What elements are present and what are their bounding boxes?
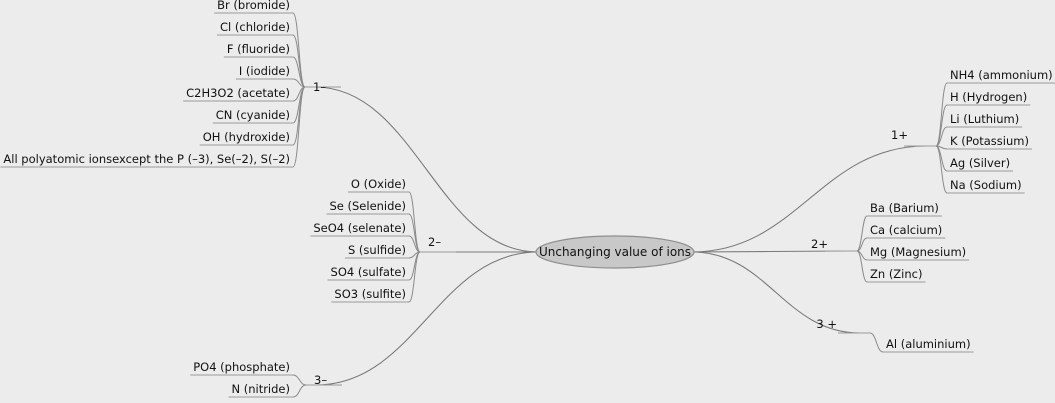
edge-pos2-to-item <box>856 250 868 283</box>
edge-neg1-to-item <box>292 86 306 168</box>
edge-root-to-neg3 <box>315 251 539 386</box>
node-pos3-item[interactable]: Al (aluminium) <box>886 337 971 351</box>
node-pos1-item[interactable]: K (Potassium) <box>950 134 1029 148</box>
edge-neg1-to-item <box>292 12 306 88</box>
node-pos2-item[interactable]: Zn (Zinc) <box>870 267 922 281</box>
edge-pos3-to-item <box>869 332 884 353</box>
node-neg1-item[interactable]: All polyatomic ionsexcept the P (–3), Se… <box>3 152 290 166</box>
edge-neg1-to-item <box>292 86 306 146</box>
node-neg2-item[interactable]: Se (Selenide) <box>329 199 406 213</box>
node-neg1-item[interactable]: OH (hydroxide) <box>203 130 290 144</box>
node-pos1-item[interactable]: NH4 (ammonium) <box>950 68 1053 82</box>
group-label-pos2[interactable]: 2+ <box>811 237 828 251</box>
edge-root-to-neg1 <box>314 86 539 253</box>
node-pos2-item[interactable]: Ba (Barium) <box>870 201 939 215</box>
node-neg3-item[interactable]: PO4 (phosphate) <box>193 360 290 374</box>
group-label-neg1[interactable]: 1– <box>313 80 326 94</box>
node-pos2-item[interactable]: Mg (Magnesium) <box>870 245 966 259</box>
group-pos2: 2+ Ba (Barium) Ca (calcium) Mg (Magnesium) Z… <box>811 201 970 283</box>
node-neg2-item[interactable]: SeO4 (selenate) <box>313 221 406 235</box>
edge-neg2-to-item <box>408 251 421 303</box>
edge-neg2-to-item <box>408 235 421 253</box>
group-label-neg2[interactable]: 2– <box>428 235 441 249</box>
edge-neg1-to-item <box>292 78 306 88</box>
node-neg3-item[interactable]: N (nitride) <box>231 382 290 396</box>
node-neg1-item[interactable]: I (iodide) <box>239 64 290 78</box>
node-neg2-item[interactable]: O (Oxide) <box>351 177 406 191</box>
edge-neg2-to-item <box>408 213 421 253</box>
node-neg2-item[interactable]: SO3 (sulfite) <box>334 287 406 301</box>
group-pos1: 1+ NH4 (ammonium) H (Hydrogen) Li (Luthium)… <box>891 68 1055 194</box>
node-pos1-item[interactable]: Na (Sodium) <box>950 178 1022 192</box>
edge-neg3-to-item <box>292 374 307 386</box>
edge-neg3-to-item <box>292 384 307 398</box>
edge-pos2-to-item <box>856 215 868 252</box>
root-ellipse[interactable] <box>535 235 695 269</box>
edge-pos1-to-item <box>935 145 948 194</box>
group-neg1: 1– Br (bromide) Cl (chloride) F (fluoride) I… <box>0 0 326 168</box>
node-neg1-item[interactable]: Br (bromide) <box>217 0 290 12</box>
edge-neg1-to-item <box>292 56 306 88</box>
node-pos2-item[interactable]: Ca (calcium) <box>870 223 942 237</box>
node-pos1-item[interactable]: Li (Luthium) <box>950 112 1019 126</box>
edge-root-to-pos3 <box>691 251 861 334</box>
root-label[interactable]: Unchanging value of ions <box>539 245 691 259</box>
edge-pos2-to-item <box>856 237 868 252</box>
group-label-pos1[interactable]: 1+ <box>891 128 908 142</box>
node-neg1-item[interactable]: F (fluoride) <box>227 42 290 56</box>
edge-neg1-to-item <box>292 34 306 88</box>
group-pos3: 3 + Al (aluminium) <box>816 317 974 353</box>
node-neg2-item[interactable]: SO4 (sulfate) <box>331 265 406 279</box>
root-node[interactable]: Unchanging value of ions <box>535 235 695 269</box>
node-pos1-item[interactable]: Ag (Silver) <box>950 156 1010 170</box>
group-neg3: 3– PO4 (phosphate) N (nitride) <box>190 360 327 398</box>
group-label-neg3[interactable]: 3– <box>314 373 327 387</box>
node-neg1-item[interactable]: CN (cyanide) <box>216 108 290 122</box>
group-label-pos3[interactable]: 3 + <box>816 317 837 331</box>
edge-root-to-pos1 <box>691 145 927 253</box>
node-neg1-item[interactable]: C2H3O2 (acetate) <box>186 86 290 100</box>
node-neg1-item[interactable]: Cl (chloride) <box>220 20 290 34</box>
edge-pos1-to-item <box>935 126 948 147</box>
node-pos1-item[interactable]: H (Hydrogen) <box>950 90 1027 104</box>
edge-root-to-pos2 <box>691 250 848 253</box>
group-neg2: 2– O (Oxide) Se (Selenide) SeO4 (selenate) S… <box>310 177 441 303</box>
node-neg2-item[interactable]: S (sulfide) <box>348 243 406 257</box>
edge-pos1-to-item <box>935 104 948 147</box>
